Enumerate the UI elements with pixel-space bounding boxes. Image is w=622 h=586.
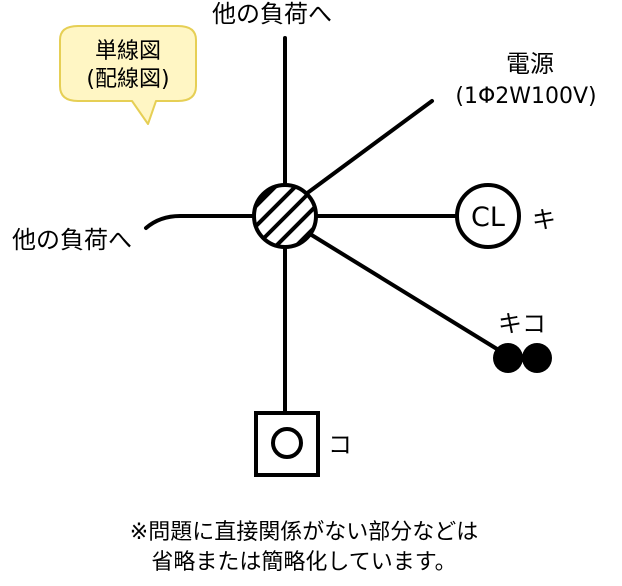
hatched-junction-box-icon xyxy=(252,183,318,249)
power-spec: (1Φ2W100V) xyxy=(455,84,596,109)
wire-to-outlet xyxy=(308,232,499,351)
switch-box-icon xyxy=(254,411,320,477)
power-title: 電源 xyxy=(506,50,554,78)
left-load-label: 他の負荷へ xyxy=(12,226,132,254)
wires xyxy=(144,36,499,415)
wire-to-power xyxy=(304,99,434,196)
outlet-letters: キコ xyxy=(498,310,546,338)
bubble-line2: (配線図) xyxy=(86,67,169,92)
note-line2: 省略または簡略化しています。 xyxy=(151,550,456,575)
note-line1: ※問題に直接関係がない部分などは xyxy=(130,520,478,545)
bubble-shape xyxy=(59,25,197,125)
ceiling-light-CL-icon: CL xyxy=(455,183,521,249)
bubble-line1: 単線図 xyxy=(95,39,161,64)
cl-switch-letter: キ xyxy=(532,206,556,234)
wire-to-left-load xyxy=(144,214,256,230)
top-load-label: 他の負荷へ xyxy=(212,0,332,28)
title-bubble: 単線図 (配線図) xyxy=(59,25,197,125)
switch-letter: コ xyxy=(328,431,352,459)
cl-symbol: CL xyxy=(471,202,505,233)
double-outlet-icon xyxy=(493,343,552,373)
